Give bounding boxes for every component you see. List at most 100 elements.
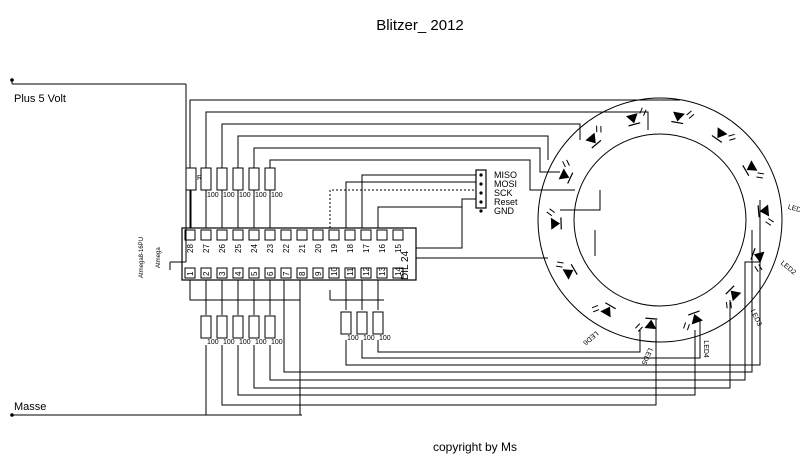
supply-rail: Plus 5 Volt <box>10 78 187 270</box>
chip-pin-number: 18 <box>346 244 355 253</box>
resistor-value: 100 <box>363 335 375 342</box>
wiring <box>189 99 761 415</box>
resistor <box>232 315 244 339</box>
chip-pin-number: 16 <box>378 244 387 253</box>
chip-pin-20 <box>312 229 324 241</box>
chip-pin-6 <box>264 267 276 279</box>
led-label: LED1 <box>787 204 800 215</box>
chip-pin-number: 24 <box>250 244 259 253</box>
chip-pin-number: 19 <box>330 244 339 253</box>
isp-pin-label: GND <box>494 206 515 216</box>
resistor <box>264 167 276 191</box>
chip-pin-number: 8 <box>298 271 307 276</box>
chip-pin-19 <box>328 229 340 241</box>
ground-rail: Masse <box>10 401 302 417</box>
resistor <box>200 315 212 339</box>
isp-pin <box>479 209 483 213</box>
chip-pin-5 <box>248 267 260 279</box>
resistor-value: 100 <box>223 192 235 199</box>
chip-pin-number: 21 <box>298 244 307 253</box>
resistor <box>216 167 228 191</box>
chip-pin-24 <box>248 229 260 241</box>
diagram-title: Blitzer_ 2012 <box>376 17 464 34</box>
led-label: LED6 <box>581 329 599 346</box>
resistor <box>248 315 260 339</box>
led-diode <box>556 261 578 280</box>
chip-pin-number: 27 <box>202 244 211 253</box>
resistor-value: 100 <box>255 192 267 199</box>
chip-pin-3 <box>216 267 228 279</box>
chip-pin-21 <box>296 229 308 241</box>
ground-label: Masse <box>14 401 46 413</box>
chip-pin-number: 2 <box>202 271 211 276</box>
chip-pin-number: 6 <box>266 271 275 276</box>
chip-pin-4 <box>232 267 244 279</box>
chip-pin-number: 17 <box>362 244 371 253</box>
resistor <box>232 167 244 191</box>
chip-pin-18 <box>344 229 356 241</box>
chip-pin-number: 22 <box>282 244 291 253</box>
chip-pin-number: 5 <box>250 271 259 276</box>
resistor-value: 100 <box>239 339 251 346</box>
chip-pin-number: 12 <box>362 267 371 276</box>
chip-pin-7 <box>280 267 292 279</box>
resistor-value: 100 <box>207 339 219 346</box>
middle-resistor-array: 100 100 100 <box>340 311 391 342</box>
led-diode <box>711 127 736 143</box>
pullup-resistor: R <box>185 167 202 228</box>
chip-pin-number: 14 <box>394 267 403 276</box>
resistor-value: 100 <box>239 192 251 199</box>
chip-pin-number: 15 <box>394 244 403 253</box>
pullup-label: R <box>197 175 202 182</box>
chip-pin-number: 28 <box>186 244 195 253</box>
supply-label: Plus 5 Volt <box>14 93 66 105</box>
resistor-value: 100 <box>271 339 283 346</box>
resistor <box>264 315 276 339</box>
led-diode <box>725 285 742 309</box>
led-diode <box>683 310 703 331</box>
chip-pin-1 <box>184 267 196 279</box>
isp-pin <box>479 191 483 195</box>
chip-label: DIL 24 <box>400 250 411 280</box>
chip-pin-25 <box>232 229 244 241</box>
led-diode <box>591 302 616 318</box>
led-diode <box>635 317 658 332</box>
chip-pin-28 <box>184 229 196 241</box>
led-label: LED4 <box>702 340 709 358</box>
chip-pin-22 <box>280 229 292 241</box>
led-diode <box>750 248 765 273</box>
chip-pin-number: 11 <box>346 267 355 276</box>
resistor-value: 100 <box>223 339 235 346</box>
resistor <box>356 311 368 335</box>
resistor <box>200 167 212 191</box>
chip-pin-number: 10 <box>330 267 339 276</box>
chip-pin-number: 9 <box>314 271 323 276</box>
led-diode <box>546 208 562 230</box>
chip-pin-number: 25 <box>234 244 243 253</box>
resistor-value: 100 <box>207 192 219 199</box>
resistor-value: 100 <box>379 335 391 342</box>
led-diode <box>558 159 574 184</box>
chip-pin-number: 26 <box>218 244 227 253</box>
led-diode <box>742 160 764 179</box>
chip-pin-15 <box>392 229 404 241</box>
chip-pin-number: 13 <box>378 267 387 276</box>
led-diode <box>671 110 695 125</box>
resistor <box>340 311 352 335</box>
chip-pin-number: 3 <box>218 271 227 276</box>
resistor <box>248 167 260 191</box>
chip-pin-11 <box>344 267 356 279</box>
chip-part-number: Atmega8-16PU <box>139 237 145 278</box>
isp-pin-label: SCK <box>494 188 513 198</box>
microcontroller: DIL 24 <box>181 227 417 281</box>
chip-pin-27 <box>200 229 212 241</box>
chip-pin-number: 1 <box>186 271 195 276</box>
led-label: LED5 <box>640 347 654 366</box>
resistor-value: 100 <box>347 335 359 342</box>
chip-pin-8 <box>296 267 308 279</box>
isp-pin-label: MISO <box>494 170 517 180</box>
